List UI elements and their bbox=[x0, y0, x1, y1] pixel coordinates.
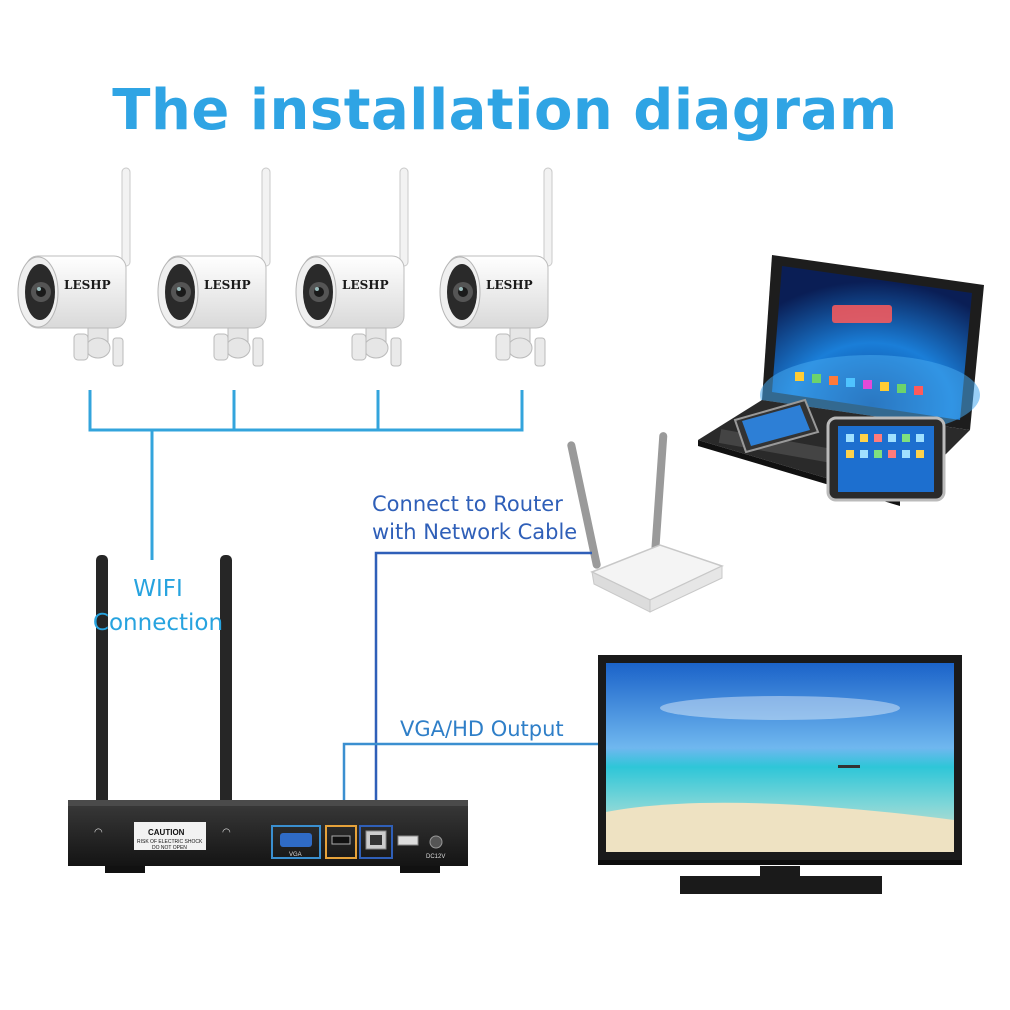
usb-port bbox=[397, 835, 419, 846]
tablet bbox=[826, 416, 946, 502]
camera-brand: LESHP bbox=[486, 278, 533, 292]
wifi-icon: ◠ bbox=[222, 827, 231, 838]
vga-port-highlight bbox=[271, 825, 321, 859]
camera-2: LESHP bbox=[157, 167, 271, 367]
router bbox=[567, 432, 724, 613]
camera-1: LESHP bbox=[17, 167, 131, 367]
network-cable-line bbox=[374, 551, 592, 820]
vga-port-label: VGA bbox=[289, 852, 302, 858]
wifi-connection-lines bbox=[88, 390, 524, 560]
lan-port-highlight bbox=[359, 825, 393, 859]
camera-brand: LESHP bbox=[342, 278, 389, 292]
router-label-line2: with Network Cable bbox=[372, 520, 578, 544]
dc-port-label: DC12V bbox=[426, 854, 445, 860]
output-label: VGA/HD Output bbox=[400, 717, 564, 741]
caution-line: RISK OF ELECTRIC SHOCK bbox=[137, 839, 203, 845]
wifi-label-line2: Connection bbox=[92, 610, 224, 636]
router-connection-label: Connect to Router with Network Cable bbox=[372, 490, 577, 546]
page-title: The installation diagram bbox=[112, 78, 898, 143]
wifi-icon: ◠ bbox=[94, 827, 103, 838]
smartphone bbox=[733, 398, 820, 454]
nvr-recorder: ◠ ◠ CAUTION RISK OF ELECTRIC SHOCK DO NO… bbox=[68, 555, 468, 873]
wifi-label-line1: WIFI bbox=[133, 576, 183, 602]
wifi-connection-label: WIFI Connection bbox=[88, 572, 228, 640]
camera-brand: LESHP bbox=[204, 278, 251, 292]
camera-3: LESHP bbox=[295, 167, 409, 367]
camera-brand: LESHP bbox=[64, 278, 111, 292]
caution-label: CAUTION RISK OF ELECTRIC SHOCK DO NOT OP… bbox=[134, 822, 206, 851]
router-label-line1: Connect to Router bbox=[372, 492, 563, 516]
hdmi-port-highlight bbox=[325, 825, 357, 859]
vga-port bbox=[280, 833, 312, 847]
dc-power-port bbox=[429, 835, 443, 849]
caution-title: CAUTION bbox=[148, 828, 185, 837]
hdmi-port bbox=[331, 835, 351, 845]
camera-4: LESHP bbox=[439, 167, 553, 367]
caution-line: DO NOT OPEN bbox=[152, 845, 187, 851]
television bbox=[598, 655, 962, 894]
